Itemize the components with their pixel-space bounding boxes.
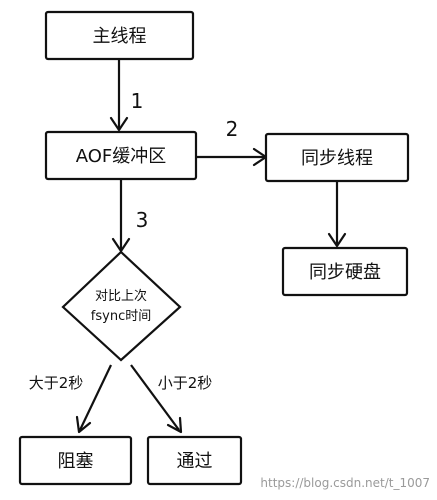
node-sync-disk-label: 同步硬盘 <box>309 262 381 283</box>
node-aof-buffer: AOF缓冲区 <box>44 130 198 181</box>
node-pass-label: 通过 <box>177 451 213 472</box>
edge-compare-to-block <box>75 364 112 434</box>
node-sync-thread: 同步线程 <box>264 132 410 183</box>
edge-label-greater: 大于2秒 <box>29 374 84 392</box>
edge-label-step2: 2 <box>226 117 239 141</box>
node-main-thread: 主线程 <box>44 10 195 61</box>
node-block-label: 阻塞 <box>58 451 94 472</box>
edge-label-step1: 1 <box>131 89 144 113</box>
node-compare-label-line1: 对比上次 <box>95 288 147 304</box>
edge-aof-to-sync-thread <box>196 147 268 167</box>
node-block: 阻塞 <box>18 435 133 486</box>
node-compare-label-line2: fsync时间 <box>91 309 151 324</box>
edge-label-less: 小于2秒 <box>158 374 213 392</box>
node-sync-disk: 同步硬盘 <box>281 246 409 297</box>
node-pass: 通过 <box>146 435 243 486</box>
node-main-thread-label: 主线程 <box>93 26 147 47</box>
node-sync-thread-label: 同步线程 <box>301 148 373 169</box>
node-compare-decision: 对比上次 fsync时间 <box>61 250 182 362</box>
watermark-text: https://blog.csdn.net/t_1007 <box>260 476 430 490</box>
edge-compare-to-pass <box>130 364 183 434</box>
node-aof-buffer-label: AOF缓冲区 <box>76 146 167 167</box>
edge-label-step3: 3 <box>136 208 149 232</box>
edge-aof-to-compare <box>111 179 131 253</box>
edge-sync-thread-to-disk <box>327 181 347 248</box>
edge-main-to-aof <box>109 59 129 132</box>
